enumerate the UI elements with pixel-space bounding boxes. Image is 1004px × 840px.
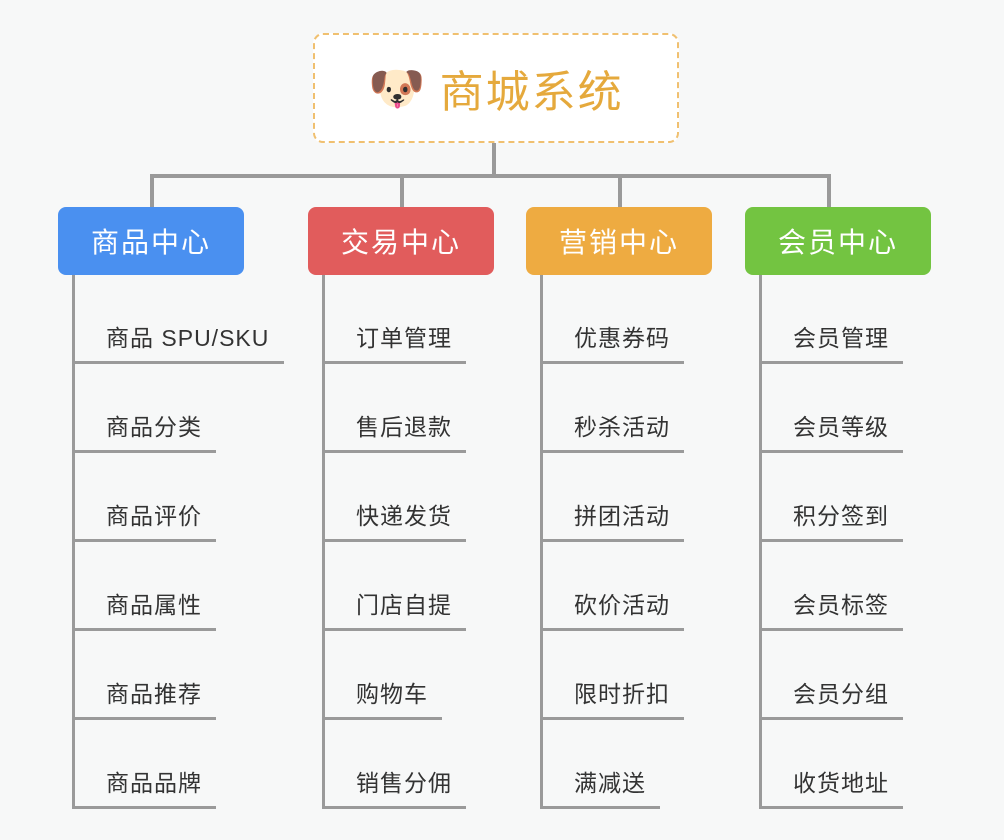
leaf-item[interactable]: 门店自提: [322, 542, 466, 631]
leaf-item-label: 商品 SPU/SKU: [106, 325, 270, 351]
branch-spine: [540, 275, 543, 809]
leaf-item-label: 积分签到: [793, 503, 889, 529]
leaf-item[interactable]: 订单管理: [322, 275, 466, 364]
category-header-label: 交易中心: [340, 227, 461, 258]
leaf-item-underline: [759, 361, 903, 364]
branch-spine: [322, 275, 325, 809]
leaf-item-underline: [759, 717, 903, 720]
leaf-item[interactable]: 积分签到: [759, 453, 903, 542]
connector-drop-4: [827, 174, 831, 208]
connector-root-stem: [492, 143, 496, 176]
leaf-item-label: 购物车: [356, 681, 428, 707]
leaf-item-label: 商品评价: [106, 503, 202, 529]
branch-spine: [759, 275, 762, 809]
leaf-item-underline: [322, 717, 442, 720]
category-header-member[interactable]: 会员中心: [745, 207, 931, 275]
leaf-item-underline: [322, 450, 466, 453]
leaf-item-underline: [540, 628, 684, 631]
leaf-item-label: 订单管理: [356, 325, 452, 351]
leaf-item-label: 砍价活动: [574, 592, 670, 618]
leaf-item[interactable]: 会员分组: [759, 631, 903, 720]
leaf-item-label: 快递发货: [356, 503, 452, 529]
root-node-title: 商城系统: [439, 68, 624, 117]
leaf-item-underline: [759, 450, 903, 453]
leaf-item-label: 会员等级: [793, 414, 889, 440]
leaf-item-underline: [540, 361, 684, 364]
leaf-item-label: 售后退款: [356, 414, 452, 440]
leaf-item[interactable]: 满减送: [540, 720, 660, 809]
leaf-item[interactable]: 商品评价: [72, 453, 216, 542]
leaf-item-underline: [72, 450, 216, 453]
leaf-item-underline: [72, 361, 284, 364]
dog-face-icon: 🐶: [368, 62, 426, 114]
leaf-item-underline: [72, 806, 216, 809]
root-node-mall-system[interactable]: 🐶 商城系统: [313, 33, 679, 143]
leaf-item-underline: [759, 806, 903, 809]
leaf-item-label: 销售分佣: [356, 770, 452, 796]
leaf-item[interactable]: 拼团活动: [540, 453, 684, 542]
leaf-item[interactable]: 收货地址: [759, 720, 903, 809]
leaf-item[interactable]: 商品分类: [72, 364, 216, 453]
leaf-item-underline: [540, 539, 684, 542]
leaf-item[interactable]: 砍价活动: [540, 542, 684, 631]
connector-drop-1: [150, 174, 154, 208]
leaf-item[interactable]: 限时折扣: [540, 631, 684, 720]
leaf-item-underline: [322, 628, 466, 631]
leaf-item[interactable]: 售后退款: [322, 364, 466, 453]
category-header-label: 营销中心: [558, 227, 679, 258]
category-header-label: 商品中心: [90, 227, 211, 258]
leaf-item-underline: [322, 806, 466, 809]
leaf-item[interactable]: 会员管理: [759, 275, 903, 364]
leaf-item-label: 商品属性: [106, 592, 202, 618]
leaf-item[interactable]: 快递发货: [322, 453, 466, 542]
leaf-item-label: 门店自提: [356, 592, 452, 618]
leaf-item-underline: [759, 539, 903, 542]
leaf-item[interactable]: 商品 SPU/SKU: [72, 275, 284, 364]
category-header-marketing[interactable]: 营销中心: [526, 207, 712, 275]
leaf-item[interactable]: 优惠券码: [540, 275, 684, 364]
connector-drop-2: [400, 174, 404, 208]
leaf-item-underline: [759, 628, 903, 631]
leaf-item[interactable]: 商品品牌: [72, 720, 216, 809]
leaf-item-underline: [322, 361, 466, 364]
leaf-item-label: 会员标签: [793, 592, 889, 618]
connector-drop-3: [618, 174, 622, 208]
leaf-item-underline: [540, 717, 684, 720]
leaf-item[interactable]: 购物车: [322, 631, 442, 720]
leaf-item-label: 会员管理: [793, 325, 889, 351]
category-header-product[interactable]: 商品中心: [58, 207, 244, 275]
leaf-item-label: 秒杀活动: [574, 414, 670, 440]
leaf-item-label: 拼团活动: [574, 503, 670, 529]
leaf-item-underline: [322, 539, 466, 542]
leaf-item-label: 优惠券码: [574, 325, 670, 351]
leaf-item[interactable]: 销售分佣: [322, 720, 466, 809]
leaf-item[interactable]: 商品推荐: [72, 631, 216, 720]
leaf-item-underline: [72, 628, 216, 631]
leaf-item-label: 收货地址: [793, 770, 889, 796]
category-header-trade[interactable]: 交易中心: [308, 207, 494, 275]
leaf-item-label: 商品分类: [106, 414, 202, 440]
leaf-item-label: 商品品牌: [106, 770, 202, 796]
leaf-item[interactable]: 秒杀活动: [540, 364, 684, 453]
leaf-item[interactable]: 商品属性: [72, 542, 216, 631]
leaf-item-label: 限时折扣: [574, 681, 670, 707]
leaf-item[interactable]: 会员等级: [759, 364, 903, 453]
category-header-label: 会员中心: [777, 227, 898, 258]
leaf-item-label: 商品推荐: [106, 681, 202, 707]
leaf-item-underline: [540, 450, 684, 453]
connector-horizontal-bus: [150, 174, 830, 178]
branch-spine: [72, 275, 75, 809]
leaf-item-underline: [72, 717, 216, 720]
leaf-item-label: 会员分组: [793, 681, 889, 707]
leaf-item-label: 满减送: [574, 770, 646, 796]
leaf-item-underline: [540, 806, 660, 809]
leaf-item[interactable]: 会员标签: [759, 542, 903, 631]
leaf-item-underline: [72, 539, 216, 542]
